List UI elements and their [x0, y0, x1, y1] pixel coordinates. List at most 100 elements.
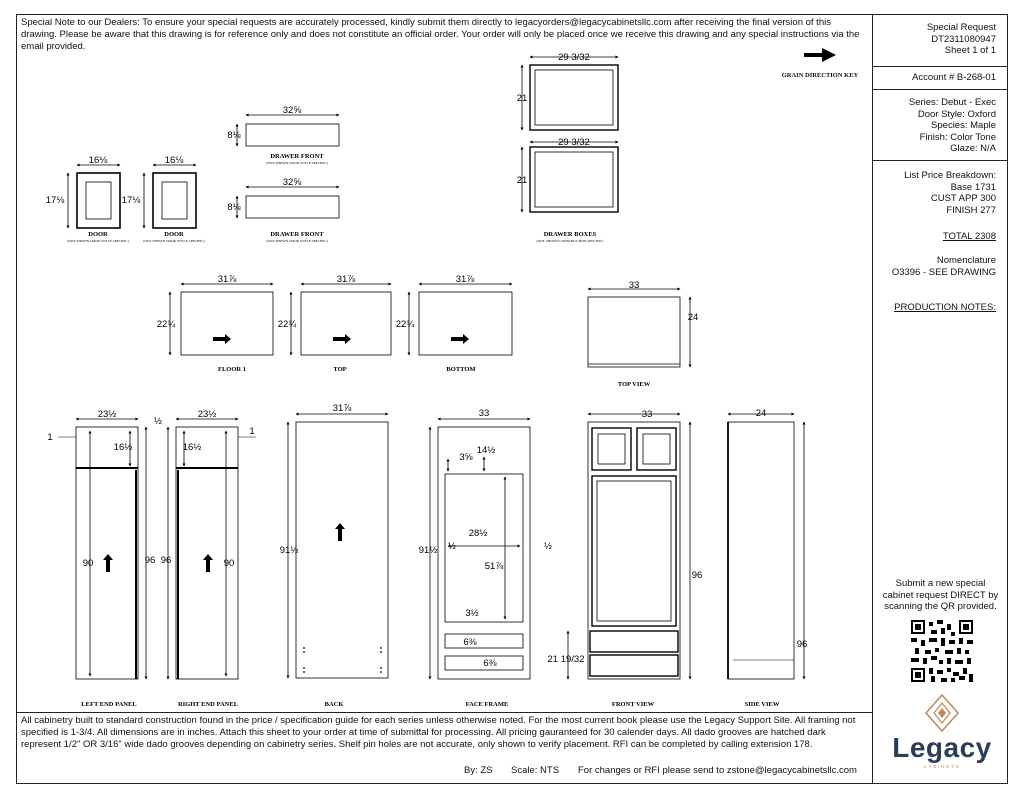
face-frame-top-rail-dim: 3⅝ [459, 452, 472, 463]
face-frame-right-half-dim: ½ [544, 541, 552, 552]
side-view [727, 412, 806, 680]
legacy-logo-subtitle: CABINETS [923, 764, 961, 769]
back-label: BACK [325, 701, 344, 708]
front-view [566, 412, 692, 680]
right-end-width-dim: 23½ [198, 409, 217, 420]
sidebar-separator [873, 89, 1008, 90]
side-view-label: SIDE VIEW [745, 701, 780, 708]
scale: Scale: NTS [511, 765, 560, 776]
side-view-height-dim: 96 [797, 639, 808, 650]
floor-label: FLOOR 1 [218, 366, 246, 373]
face-frame-height-dim: 91½ [419, 545, 438, 556]
price-title: List Price Breakdown: [904, 170, 996, 181]
left-end-upper-dim: 16½ [114, 442, 133, 453]
left-end-width-dim: 23½ [98, 409, 117, 420]
legacy-logo: Legacy [892, 732, 992, 763]
face-frame-opening-width-dim: 28½ [469, 528, 488, 539]
request-id: DT2311080947 [931, 33, 996, 45]
face-frame-upper-dim: 14½ [477, 445, 496, 456]
face-frame-opening-height-dim: 51⅞ [485, 561, 504, 572]
door-style: Door Style: Oxford [917, 108, 996, 120]
drawer-front-width-dim: 32⅝ [283, 177, 302, 188]
grain-arrow-icon [335, 523, 345, 541]
top-label: TOP [333, 366, 346, 373]
top-view-depth-dim: 24 [688, 312, 699, 323]
face-frame-rail-dim: 3½ [465, 608, 478, 619]
nomenclature: Nomenclature O3396 - SEE DRAWING [873, 255, 1008, 278]
floor-panel [168, 282, 274, 356]
sidebar-separator [873, 160, 1008, 161]
glaze: Glaze: N/A [950, 143, 996, 154]
drawer-front-1 [235, 113, 340, 147]
front-view-height-dim: 96 [692, 570, 703, 581]
account-number: Account # B-268-01 [912, 72, 996, 83]
door-width-dim: 16⅛ [165, 155, 184, 166]
face-frame-drawer-dim: 6⅜ [463, 637, 476, 648]
face-frame-width-dim: 33 [479, 408, 490, 419]
construction-footnote: All cabinetry built to standard construc… [21, 715, 856, 751]
end-gap-dim: ½ [154, 416, 162, 427]
request-title: Special Request [926, 22, 996, 33]
top-width-dim: 31⅞ [337, 274, 356, 285]
grain-direction-label: GRAIN DIRECTION KEY [781, 72, 859, 79]
drawer-box-1 [520, 55, 619, 131]
front-view-drawers-dim: 21 19/32 [548, 654, 585, 665]
right-end-lower-dim: 90 [224, 558, 235, 569]
nomenclature-title: Nomenclature [936, 255, 996, 266]
face-frame-drawer-dim: 6⅜ [483, 658, 496, 669]
sidebar-separator [873, 66, 1008, 67]
drawer-front-label: DRAWER FRONT [270, 153, 324, 160]
drawer-box-width-dim: 29 3/32 [558, 137, 590, 148]
drawer-box-2 [520, 140, 619, 213]
drawer-front-height-dim: 8⅛ [227, 130, 240, 141]
left-end-lower-dim: 90 [83, 558, 94, 569]
request-info: Special Request DT2311080947 Sheet 1 of … [873, 22, 1008, 57]
footer-divider [16, 712, 873, 713]
side-view-width-dim: 24 [756, 408, 767, 419]
right-end-panel-label: RIGHT END PANEL [178, 701, 239, 708]
drawer-boxes-label: DRAWER BOXES [544, 231, 597, 238]
grain-direction-key: GRAIN DIRECTION KEY [780, 48, 860, 80]
bottom-depth-dim: 22¾ [396, 319, 416, 330]
specifications: Series: Debut - Exec Door Style: Oxford … [873, 97, 1008, 155]
nomenclature-value: O3396 - SEE DRAWING [891, 266, 996, 278]
door-1 [66, 163, 121, 229]
grain-arrows [103, 334, 469, 572]
drawn-by: By: ZS [464, 765, 493, 776]
face-frame-left-half-dim: ½ [448, 541, 456, 552]
left-end-offset-dim: 1 [47, 432, 52, 443]
drawer-box-height-dim: 21 [517, 175, 528, 186]
cabinet-drawing: DOOR (NOT SHOWN DOOR STYLE SPECIFIC) DOO… [46, 52, 808, 708]
floor-depth-dim: 22¾ [157, 319, 177, 330]
front-view-width-dim: 33 [642, 409, 653, 420]
series: Series: Debut - Exec [908, 97, 996, 108]
grain-arrow-icon [103, 554, 113, 572]
rfi-contact: For changes or RFI please send to zstone… [578, 765, 857, 776]
bottom-panel [407, 282, 513, 356]
top-view-label: TOP VIEW [618, 381, 651, 388]
grain-arrow-icon [451, 334, 469, 344]
grain-arrow-icon [213, 334, 231, 344]
price-total: TOTAL 2308 [942, 231, 996, 242]
left-end-panel-label: LEFT END PANEL [81, 701, 137, 708]
left-end-panel [58, 417, 148, 680]
production-notes: PRODUCTION NOTES: [894, 302, 996, 313]
drawer-front-2 [235, 185, 340, 219]
face-frame [428, 417, 531, 680]
top-view [587, 287, 692, 368]
back-panel [286, 412, 389, 679]
bottom-width-dim: 31⅞ [456, 274, 475, 285]
price-base: Base 1731 [950, 181, 996, 193]
top-depth-dim: 22¾ [278, 319, 298, 330]
finish: Finish: Color Tone [919, 131, 996, 143]
price-cust: CUST APP 300 [930, 193, 996, 204]
drawer-boxes-sublabel: (NOT SHOWN CONSTRUCTION SPECIFIC) [537, 239, 605, 243]
qr-code-icon[interactable] [911, 620, 973, 682]
drawer-box-height-dim: 21 [517, 93, 528, 104]
bottom-label: BOTTOM [446, 366, 475, 373]
price-finish: FINISH 277 [946, 204, 996, 216]
drawer-front-width-dim: 32⅝ [283, 105, 302, 116]
left-end-height-dim: 96 [145, 555, 156, 566]
sidebar-divider [872, 14, 873, 784]
right-end-height-dim: 96 [161, 555, 172, 566]
